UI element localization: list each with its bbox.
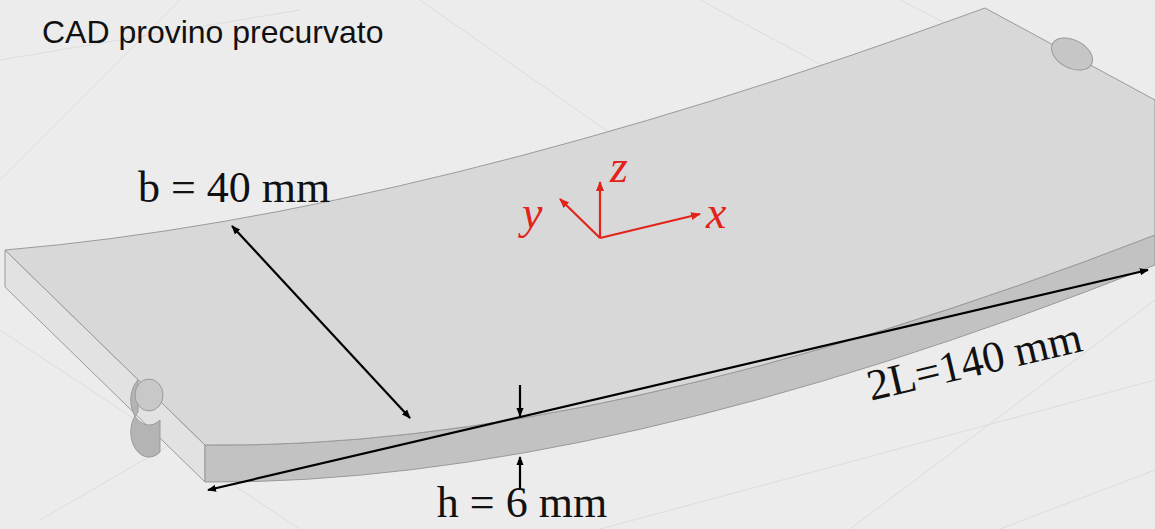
length-dimension — [208, 270, 1148, 490]
right-notch — [1046, 31, 1098, 76]
axis-label: y — [522, 190, 542, 236]
axis-label: x — [706, 190, 726, 236]
axes-triad — [560, 182, 700, 238]
specimen-plate — [5, 8, 1155, 482]
x-axis — [600, 214, 700, 238]
width-dimension — [232, 226, 410, 418]
thickness-arrow-top — [519, 385, 521, 416]
dimension-label: 2L=140 mm — [863, 316, 1086, 409]
top-face — [5, 8, 1155, 445]
dimension-lines — [208, 226, 1148, 490]
dimension-label: h = 6 mm — [437, 481, 607, 525]
left-notch-top — [135, 379, 163, 411]
y-axis — [560, 199, 600, 238]
z-axis — [599, 182, 601, 238]
axis-label: z — [610, 144, 628, 190]
title: CAD provino precurvato — [42, 16, 383, 48]
dimension-label: b = 40 mm — [138, 166, 330, 210]
